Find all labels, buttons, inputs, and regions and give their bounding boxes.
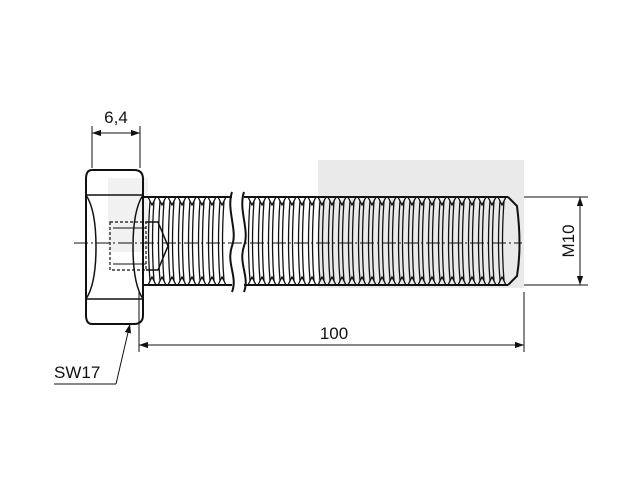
thread-segment-right	[244, 196, 521, 286]
leader-wrench-size: SW17	[54, 323, 132, 385]
length-label: 100	[320, 324, 348, 343]
break-symbol	[229, 191, 247, 293]
thread-segment-left	[143, 196, 232, 286]
head-thickness-label: 6,4	[104, 108, 128, 127]
watermark	[108, 160, 524, 288]
thread-label: M10	[559, 224, 578, 257]
dimension-head-thickness: 6,4	[91, 108, 141, 168]
dimension-length: 100	[138, 290, 525, 352]
bolt-head	[85, 169, 147, 325]
wrench-size-label: SW17	[54, 363, 100, 382]
dimension-thread-diameter: M10	[524, 196, 588, 286]
